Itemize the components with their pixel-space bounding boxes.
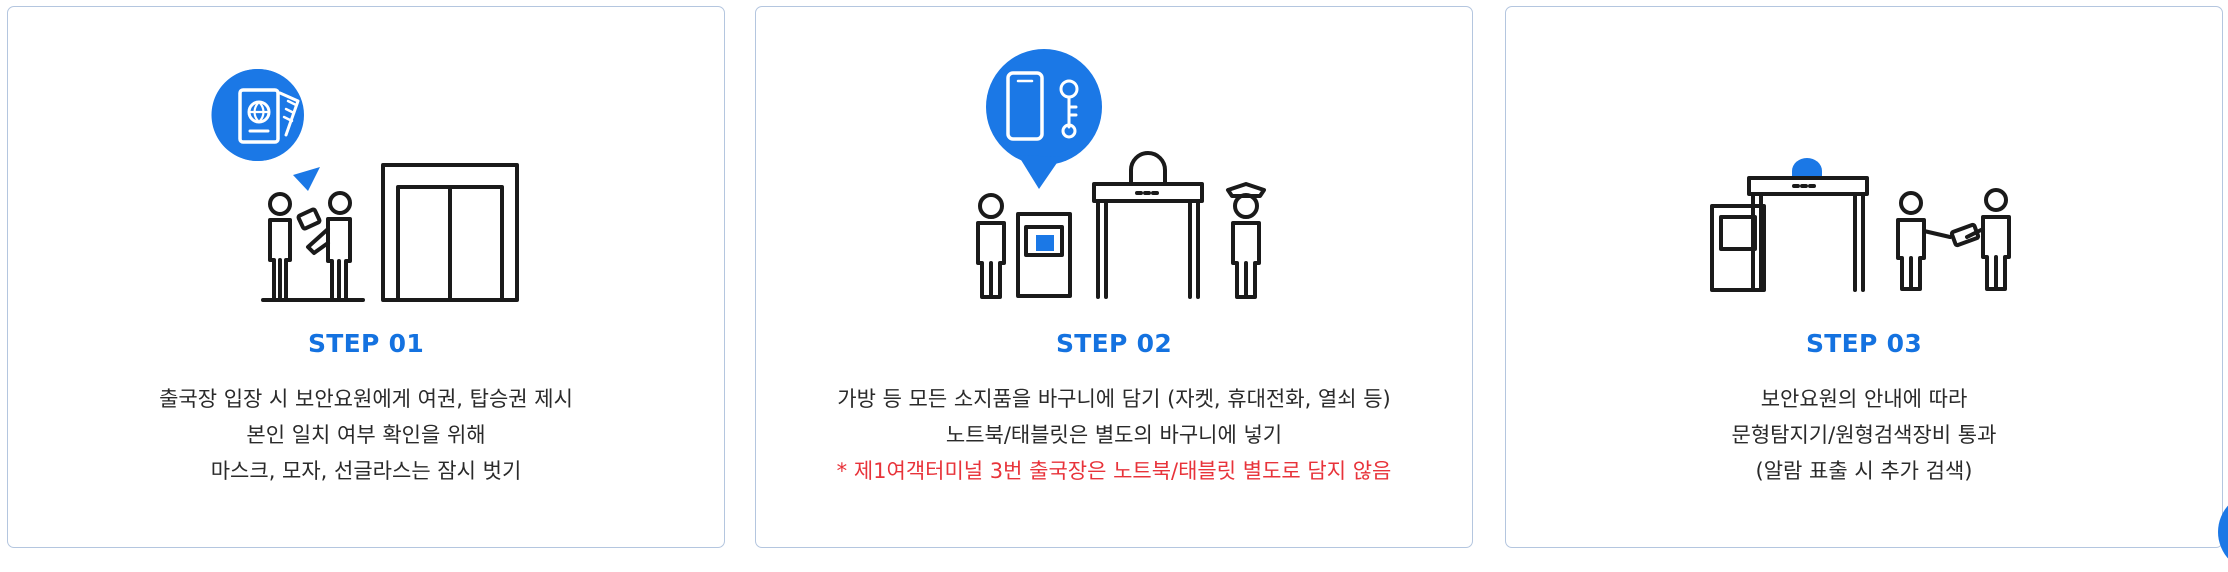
description-line: (알람 표출 시 추가 검색) — [1755, 459, 1973, 483]
warning-note: * 제1여객터미널 3번 출국장은 노트북/태블릿 별도로 담지 않음 — [836, 459, 1392, 483]
hand-wand-search-icon — [1896, 188, 2011, 291]
floating-action-button[interactable] — [2218, 492, 2228, 572]
step-03-illustration — [1710, 158, 2011, 292]
step-01-illustration — [211, 69, 519, 302]
step-description: 보안요원의 안내에 따라 문형탐지기/원형검색장비 통과 (알람 표출 시 추가… — [1506, 381, 2222, 489]
description-line: 보안요원의 안내에 따라 — [1760, 387, 1968, 411]
passenger-icon — [976, 193, 1006, 299]
baggage-bin-icon — [1016, 212, 1072, 298]
step-card-02: STEP 02 가방 등 모든 소지품을 바구니에 담기 (자켓, 휴대전화, … — [755, 6, 1473, 548]
metal-detector-gate-icon — [1747, 158, 1869, 292]
boarding-pass-icon — [278, 91, 300, 137]
description-line: 본인 일치 여부 확인을 위해 — [246, 423, 486, 447]
step-label: STEP 03 — [1805, 329, 1923, 358]
step-description: 출국장 입장 시 보안요원에게 여권, 탑승권 제시 본인 일치 여부 확인을 … — [8, 381, 724, 489]
scanner-booth-icon — [1710, 204, 1766, 292]
smartphone-icon — [1006, 71, 1044, 141]
departure-gate-icon — [381, 163, 519, 302]
description-line: 문형탐지기/원형검색장비 통과 — [1731, 423, 1997, 447]
step-label: STEP 01 — [307, 329, 425, 358]
description-line: 가방 등 모든 소지품을 바구니에 담기 (자켓, 휴대전화, 열쇠 등) — [837, 387, 1391, 411]
step-card-01: STEP 01 출국장 입장 시 보안요원에게 여권, 탑승권 제시 본인 일치… — [7, 6, 725, 548]
officer-checking-passenger-icon — [261, 191, 365, 302]
step-card-03: STEP 03 보안요원의 안내에 따라 문형탐지기/원형검색장비 통과 (알람… — [1505, 6, 2223, 548]
metal-detector-gate-icon — [1092, 151, 1204, 299]
description-line: 마스크, 모자, 선글라스는 잠시 벗기 — [210, 459, 522, 483]
description-line: 노트북/태블릿은 별도의 바구니에 넣기 — [945, 423, 1283, 447]
key-icon — [1059, 79, 1079, 139]
description-line: 출국장 입장 시 보안요원에게 여권, 탑승권 제시 — [159, 387, 573, 411]
security-officer-icon — [1226, 182, 1266, 299]
step-description: 가방 등 모든 소지품을 바구니에 담기 (자켓, 휴대전화, 열쇠 등) 노트… — [756, 381, 1472, 489]
step-label: STEP 02 — [1055, 329, 1173, 358]
step-02-illustration — [976, 49, 1266, 299]
